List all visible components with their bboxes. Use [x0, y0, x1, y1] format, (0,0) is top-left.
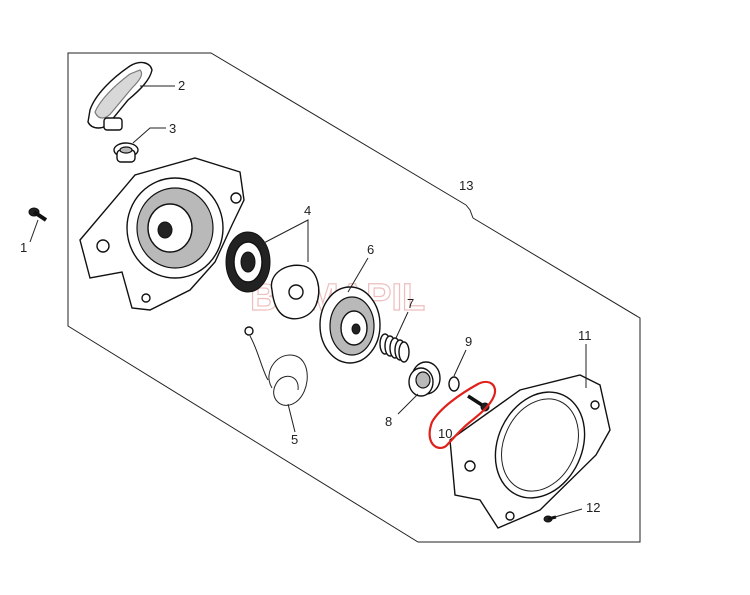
leader-7 [395, 311, 409, 339]
leader-9 [453, 349, 467, 377]
leader-3 [132, 127, 166, 144]
callout-13: 13 [459, 178, 473, 193]
callout-12: 12 [586, 500, 600, 515]
callout-5: 5 [291, 432, 298, 447]
callout-1: 1 [20, 240, 27, 255]
leader-8 [397, 393, 419, 415]
part-coil-spring [379, 333, 410, 363]
callout-3: 3 [169, 121, 176, 136]
callout-9: 9 [465, 334, 472, 349]
part-gasket-plate [449, 374, 611, 529]
callout-10: 10 [438, 426, 452, 441]
callout-2: 2 [178, 78, 185, 93]
frame-bracket-13 [465, 204, 474, 219]
part-bolt [467, 394, 490, 412]
callout-4: 4 [304, 203, 311, 218]
part-starter-rope [244, 326, 308, 406]
part-grommet [113, 142, 139, 163]
part-screw-left [28, 207, 48, 222]
highlight-outline-part-10 [428, 380, 497, 449]
callout-11: 11 [578, 328, 592, 343]
leader-1 [29, 219, 39, 243]
part-starter-housing [79, 157, 245, 311]
leader-4 [257, 219, 309, 262]
part-ratchet [408, 361, 441, 397]
callout-7: 7 [407, 296, 414, 311]
part-screw-right [543, 515, 557, 523]
part-washer [448, 376, 460, 392]
callout-8: 8 [385, 414, 392, 429]
part-starter-handle [87, 61, 153, 131]
part-pulley [319, 286, 381, 364]
leader-5 [287, 403, 296, 433]
assembly-frame [67, 52, 641, 543]
callout-6: 6 [367, 242, 374, 257]
leader-12 [554, 508, 583, 518]
part-spring-cassette [225, 231, 320, 320]
leader-6 [347, 257, 369, 293]
